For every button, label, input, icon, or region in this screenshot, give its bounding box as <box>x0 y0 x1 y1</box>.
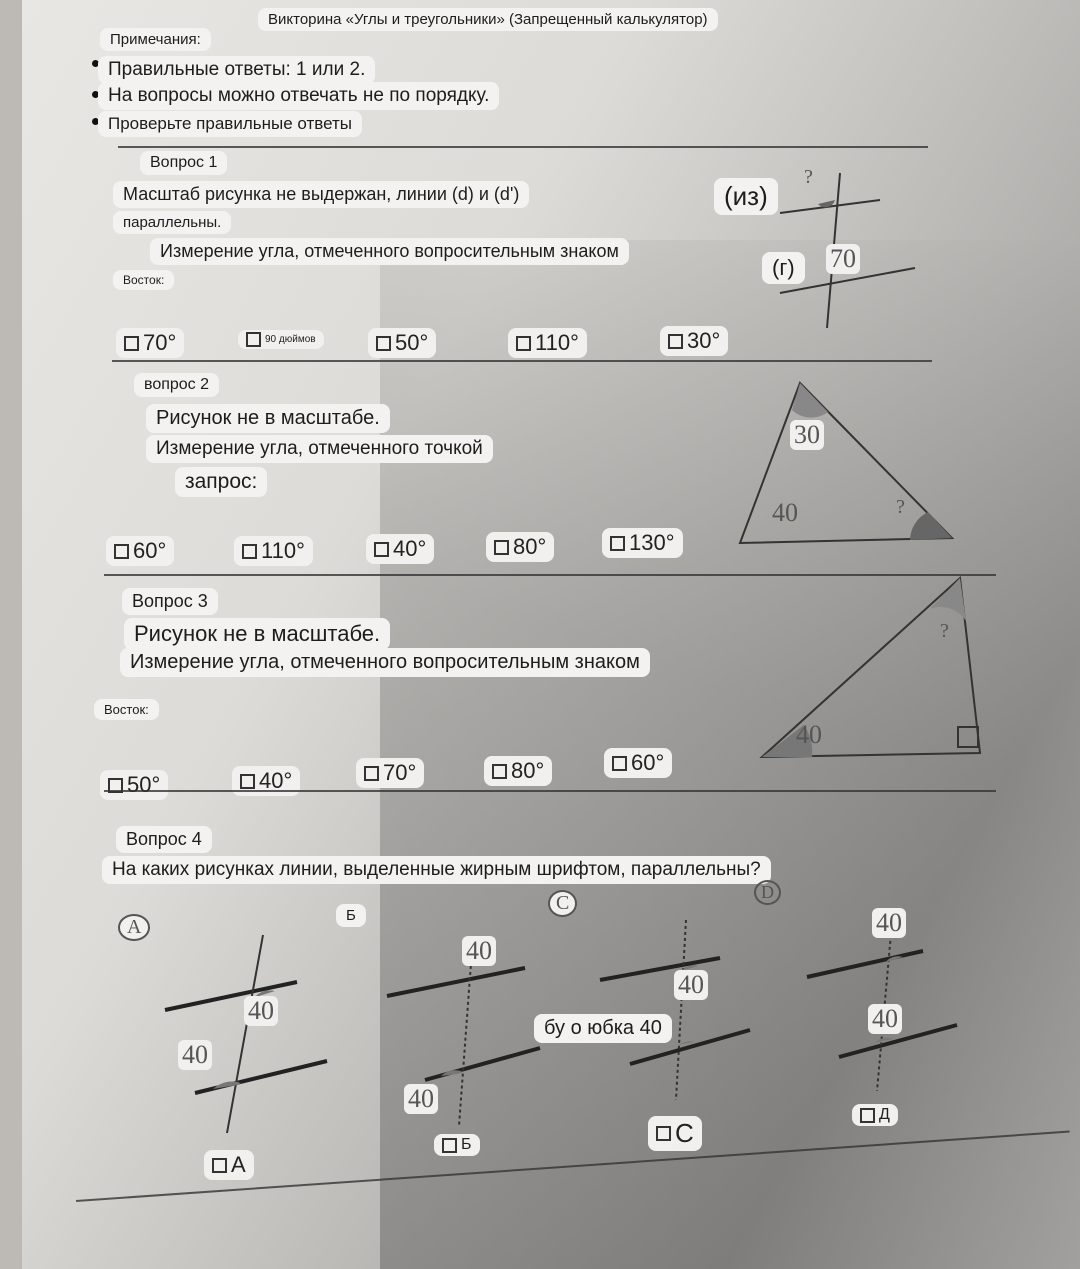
q3-label: Вопрос 3 <box>122 588 218 615</box>
q2-text-1: Рисунок не в масштабе. <box>146 404 390 433</box>
q1-question-mark: ? <box>804 166 813 188</box>
q2-option-1[interactable]: 60° <box>106 536 175 566</box>
q2-text-2: Измерение угла, отмеченного точкой <box>146 435 493 463</box>
q2-question-mark: ? <box>896 496 905 518</box>
q1-east: Восток: <box>113 270 175 290</box>
q1-text-1: Масштаб рисунка не выдержан, линии (d) и… <box>113 181 530 208</box>
q1-text-3: Измерение угла, отмеченного вопросительн… <box>150 238 629 265</box>
q4-figure-b <box>386 935 541 1127</box>
q1-option-3[interactable]: 50° <box>368 328 437 358</box>
q4-c-angle-1: 40 <box>674 970 708 1000</box>
q1-option-2[interactable]: 90 дюймов <box>238 330 324 349</box>
q4-question: На каких рисунках линии, выделенные жирн… <box>102 856 771 884</box>
q2-angle-30: 30 <box>790 420 824 450</box>
q1-text-2: параллельны. <box>113 211 232 234</box>
q4-a-angle-2: 40 <box>178 1040 212 1070</box>
q1-line-d-prime: (г) <box>762 252 805 284</box>
note-item-1: Правильные ответы: 1 или 2. <box>98 56 376 84</box>
q3-triangle <box>759 575 982 759</box>
q2-text-3: запрос: <box>175 467 268 497</box>
q3-question-mark: ? <box>940 620 949 642</box>
q1-label: Вопрос 1 <box>140 151 228 175</box>
q1-option-1[interactable]: 70° <box>116 328 185 358</box>
divider-q2 <box>104 574 996 576</box>
q3-option-1[interactable]: 50° <box>100 770 169 800</box>
q4-c-angle-2: бу о юбка 40 <box>534 1014 672 1043</box>
q3-east: Восток: <box>94 699 159 720</box>
q2-option-5[interactable]: 130° <box>602 528 683 558</box>
q4-answer-b[interactable]: Б <box>434 1134 480 1156</box>
q4-fig-label-b: Б <box>336 904 366 927</box>
q4-answer-c[interactable]: C <box>648 1116 702 1151</box>
q4-answer-a[interactable]: A <box>204 1150 254 1180</box>
q1-angle-70: 70 <box>826 244 860 274</box>
q4-d-angle-1: 40 <box>872 908 906 938</box>
bullet-3 <box>92 118 99 125</box>
q4-d-angle-2: 40 <box>868 1004 902 1034</box>
bullet-1 <box>92 60 99 67</box>
q3-option-3[interactable]: 70° <box>356 758 425 788</box>
q4-answer-d[interactable]: Д <box>852 1104 898 1126</box>
photo-shadow <box>380 240 1080 1269</box>
q4-fig-label-c: C <box>548 890 578 917</box>
q4-b-angle-1: 40 <box>462 936 496 966</box>
q4-figure-d <box>806 910 958 1092</box>
q4-figure-a <box>164 934 328 1134</box>
q1-option-4[interactable]: 110° <box>508 328 587 358</box>
note-item-2: На вопросы можно отвечать не по порядку. <box>98 82 500 110</box>
note-item-3: Проверьте правильные ответы <box>98 111 362 137</box>
q4-label: Вопрос 4 <box>116 826 212 853</box>
q4-figure-c <box>599 919 751 1101</box>
divider-q3 <box>104 790 996 792</box>
q1-line-d: (из) <box>714 178 778 215</box>
q2-triangle <box>738 381 955 545</box>
divider-notes <box>118 146 928 148</box>
q2-option-3[interactable]: 40° <box>366 534 435 564</box>
q3-text-1: Рисунок не в масштабе. <box>124 618 391 650</box>
divider-q1 <box>112 360 932 362</box>
q3-text-2: Измерение угла, отмеченного вопросительн… <box>120 648 650 677</box>
q4-fig-label-a: A <box>118 914 151 941</box>
q4-a-angle-1: 40 <box>244 996 278 1026</box>
bullet-2 <box>92 91 99 98</box>
q3-option-5[interactable]: 60° <box>604 748 673 778</box>
q1-option-5[interactable]: 30° <box>660 326 729 356</box>
q2-label: вопрос 2 <box>134 373 220 397</box>
q2-option-2[interactable]: 110° <box>234 536 313 566</box>
q2-angle-40: 40 <box>772 498 798 527</box>
q4-b-angle-2: 40 <box>404 1084 438 1114</box>
q2-option-4[interactable]: 80° <box>486 532 555 562</box>
q3-angle-40: 40 <box>796 720 822 749</box>
q3-option-4[interactable]: 80° <box>484 756 553 786</box>
q4-fig-label-d: D <box>754 880 781 905</box>
notes-label: Примечания: <box>100 28 211 51</box>
quiz-title: Викторина «Углы и треугольники» (Запреще… <box>258 8 718 31</box>
